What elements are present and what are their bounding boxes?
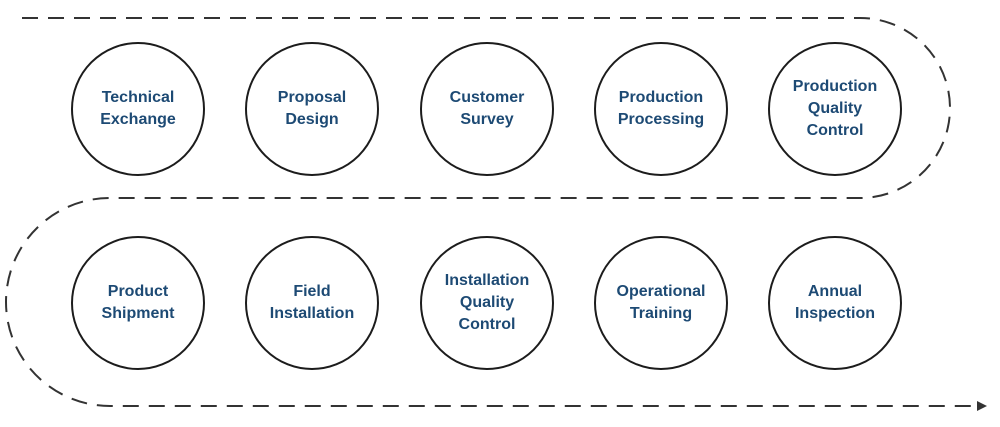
step-label-line: Proposal <box>277 89 347 106</box>
step-operational-training: Operational Training <box>594 236 728 370</box>
step-field-installation: Field Installation <box>245 236 379 370</box>
step-label-line: Quality <box>459 294 515 311</box>
step-annual-inspection: Annual Inspection <box>768 236 902 370</box>
step-label-line: Installation <box>269 305 355 322</box>
step-installation-quality-control: Installation Quality Control <box>420 236 554 370</box>
step-label-line: Technical <box>101 89 175 106</box>
step-label-line: Design <box>285 111 339 128</box>
step-label: Product Shipment <box>90 281 187 325</box>
step-label-line: Quality <box>807 100 863 117</box>
step-label-line: Customer <box>449 89 525 106</box>
step-label-line: Production <box>792 78 878 95</box>
step-label-line: Processing <box>617 111 705 128</box>
step-label-line: Product <box>107 283 169 300</box>
step-label: Production Quality Control <box>781 76 889 142</box>
step-label: Production Processing <box>606 87 716 131</box>
step-technical-exchange: Technical Exchange <box>71 42 205 176</box>
step-label-line: Inspection <box>794 305 875 322</box>
step-label: Technical Exchange <box>88 87 188 131</box>
step-production-quality-control: Production Quality Control <box>768 42 902 176</box>
step-label-line: Annual <box>807 283 863 300</box>
step-customer-survey: Customer Survey <box>420 42 554 176</box>
step-label: Customer Survey <box>438 87 537 131</box>
step-proposal-design: Proposal Design <box>245 42 379 176</box>
step-label-line: Shipment <box>101 305 175 322</box>
step-label: Field Installation <box>258 281 366 325</box>
step-production-processing: Production Processing <box>594 42 728 176</box>
step-label-line: Production <box>618 89 704 106</box>
step-label-line: Training <box>629 305 693 322</box>
step-label: Annual Inspection <box>783 281 887 325</box>
step-label-line: Control <box>806 122 864 139</box>
step-label: Operational Training <box>605 281 718 325</box>
step-product-shipment: Product Shipment <box>71 236 205 370</box>
step-label-line: Survey <box>460 111 514 128</box>
step-label-line: Operational <box>616 283 706 300</box>
step-label-line: Control <box>458 316 516 333</box>
step-label-line: Installation <box>444 272 530 289</box>
step-label-line: Field <box>293 283 331 300</box>
step-label: Proposal Design <box>266 87 358 131</box>
step-label: Installation Quality Control <box>433 270 541 336</box>
step-label-line: Exchange <box>100 111 176 128</box>
